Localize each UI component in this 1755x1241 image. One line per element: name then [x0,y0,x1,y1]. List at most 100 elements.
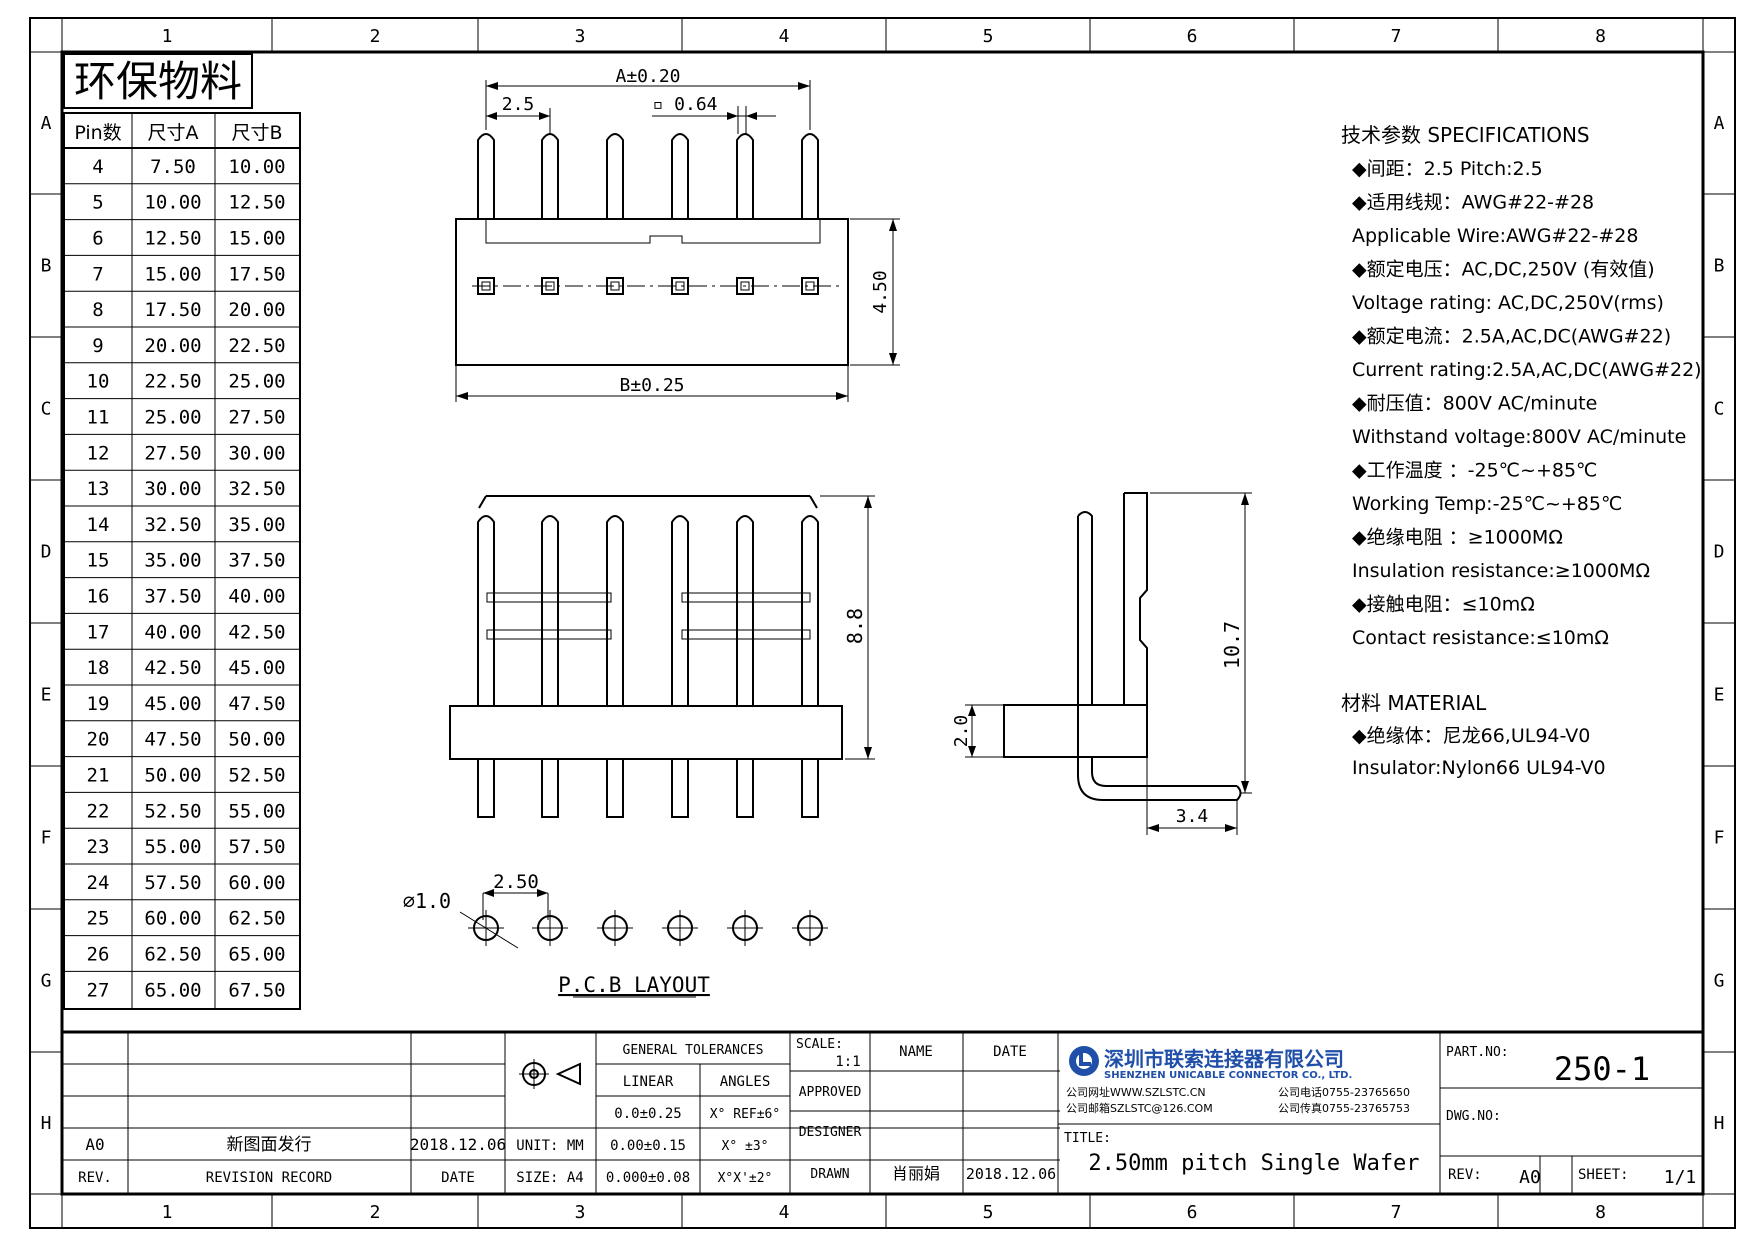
rev-a0: A0 [85,1135,104,1154]
revision-record-header: REVISION RECORD [206,1170,332,1186]
pin-count-cell: 8 [92,299,103,321]
dwg-no-label: DWG.NO: [1446,1109,1501,1124]
col-label-bottom: 3 [575,1202,586,1223]
company-logo-icon [1069,1046,1099,1076]
size-a-cell: 65.00 [144,979,201,1001]
size-b-cell: 60.00 [228,872,285,894]
tol-angle-1: X° REF±6° [710,1107,780,1122]
pin-count-cell: 25 [87,908,110,930]
size-b-cell: 10.00 [228,156,285,178]
row-label-right: F [1714,828,1725,849]
title-label: TITLE: [1064,1131,1111,1146]
size-b-cell: 17.50 [228,263,285,285]
size-b-cell: 47.50 [228,693,285,715]
size-b-cell: 50.00 [228,729,285,751]
stamp-text: 环保物料 [74,57,242,106]
pin-tail [541,758,559,818]
company-email: 公司邮箱SZLSTC@126.COM [1066,1101,1213,1115]
col-label-bottom: 5 [983,1202,994,1223]
pin-count-cell: 21 [87,765,110,787]
size-a-cell: 40.00 [144,621,201,643]
pin-count-cell: 7 [92,263,103,285]
title-block: A0 新图面发行 2018.12.06 REV. REVISION RECORD… [62,1030,1703,1194]
pin-count-cell: 11 [87,407,110,429]
pin-front [606,515,624,706]
specifications: 技术参数 SPECIFICATIONS ◆间距：2.5 Pitch:2.5◆适用… [1341,123,1702,779]
pin-count-cell: 16 [87,586,110,608]
size-a-cell: 42.50 [144,657,201,679]
dim-side-base: 2.0 [951,715,972,748]
projection-symbol-icon [519,1059,581,1089]
rev-value: A0 [1519,1167,1541,1188]
row-label-right: A [1714,113,1725,134]
pin-tail [671,758,689,818]
dim-hole-diameter: ⌀1.0 [403,889,451,913]
size-a-cell: 57.50 [144,872,201,894]
row-label-left: F [41,828,52,849]
front-view: 8.8 [449,495,875,818]
pin-square-mark [801,277,819,295]
spec-line: Voltage rating: AC,DC,250V(rms) [1352,292,1664,314]
pin-count-cell: 14 [87,514,110,536]
row-label-right: G [1714,971,1725,992]
drawn-label: DRAWN [810,1167,849,1182]
pin-count-cell: 10 [87,371,110,393]
linear-label: LINEAR [623,1074,674,1090]
dim-height-front: 8.8 [843,608,867,644]
spec-line: ◆额定电压：AC,DC,250V (有效值) [1352,259,1655,281]
pin-top [801,133,819,219]
size-b-cell: 15.00 [228,228,285,250]
spec-line: ◆适用线规：AWG#22-#28 [1352,192,1594,214]
size-a-cell: 25.00 [144,407,201,429]
pin-tail [801,758,819,818]
row-label-right: E [1714,685,1725,706]
col-label-bottom: 8 [1595,1202,1606,1223]
dim-a-label: A±0.20 [615,66,680,87]
scale-label: SCALE: [796,1037,843,1052]
size-a-cell: 47.50 [144,729,201,751]
eco-material-stamp: 环保物料 [63,53,253,109]
approved-label: APPROVED [799,1085,862,1100]
size-b-cell: 45.00 [228,657,285,679]
size-a-cell: 17.50 [144,299,201,321]
spec-line: Applicable Wire:AWG#22-#28 [1352,225,1638,247]
row-label-left: D [41,542,52,563]
pin-tail [477,758,495,818]
size-a-cell: 20.00 [144,335,201,357]
spec-line: Current rating:2.5A,AC,DC(AWG#22) [1352,359,1702,381]
size-b-cell: 55.00 [228,800,285,822]
pin-count-cell: 13 [87,478,110,500]
col-label-bottom: 4 [779,1202,790,1223]
tol-linear-2: 0.00±0.15 [610,1138,686,1154]
dim-hole-pitch: 2.50 [493,871,539,893]
company-fax: 公司传真0755-23765753 [1278,1101,1410,1115]
col-label-bottom: 2 [370,1202,381,1223]
general-tolerances-label: GENERAL TOLERANCES [623,1043,764,1058]
pin-count-cell: 6 [92,228,103,250]
col-label-top: 1 [162,26,173,47]
tol-linear-1: 0.0±0.25 [614,1106,681,1122]
pin-count-cell: 23 [87,836,110,858]
top-view: A±0.20 2.5 ▫ 0.64 4.50 B±0.25 [455,66,900,402]
rev-header: REV. [78,1170,112,1186]
size-a-cell: 60.00 [144,908,201,930]
size-a-cell: 22.50 [144,371,201,393]
size-b-cell: 52.50 [228,765,285,787]
pin-tail [736,758,754,818]
tol-angle-3: X°X'±2° [718,1171,773,1186]
row-label-right: B [1714,256,1725,277]
sheet-label: SHEET: [1578,1167,1629,1183]
pin-count-cell: 24 [87,872,110,894]
